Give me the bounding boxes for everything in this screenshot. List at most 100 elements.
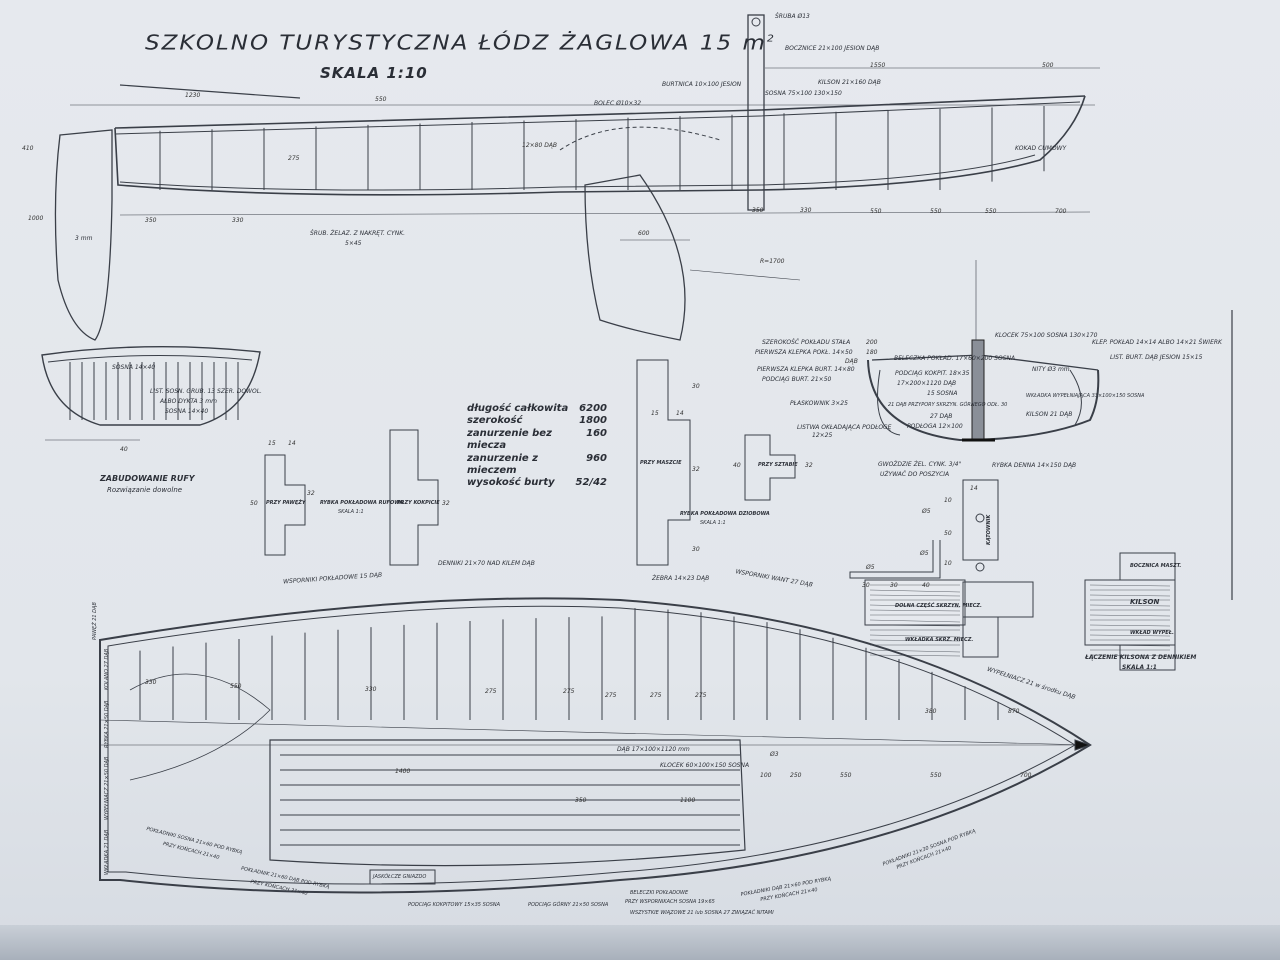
label: KILSON: [1130, 598, 1160, 606]
transom-title: ZABUDOWANIE RUFY: [100, 474, 195, 483]
dim: R=1700: [760, 258, 785, 265]
dim: 50: [944, 530, 952, 537]
label: SKALA 1:1: [338, 509, 364, 515]
dim: 14: [970, 485, 978, 492]
label: PIERWSZA KLEPKA BURT. 14×80: [757, 366, 855, 373]
label: WYPEŁNIACZ 21×50 DĄB: [104, 756, 110, 820]
dim: 330: [232, 217, 244, 224]
drawing-title: SZKOLNO TURYSTYCZNA ŁÓDZ ŻAGLOWA 15 m2: [145, 31, 776, 54]
grain-line: [869, 604, 961, 608]
label: PODCIĄG KOKPIT. 18×35: [895, 370, 970, 377]
label: WKŁADKA WYPEŁNIAJĄCA 33×100×150 SOSNA: [1026, 393, 1145, 399]
grain-line: [1089, 604, 1171, 607]
label: SOSNA 14×40: [112, 364, 156, 371]
grain-line: [1089, 624, 1171, 627]
transom-view: [41, 345, 261, 441]
title-superscript: 2: [766, 32, 776, 45]
label: LISTWA OKŁADAJĄCA PODŁOGĘ: [797, 424, 892, 431]
dim: 32: [307, 490, 315, 497]
bow-fish-left: [636, 359, 691, 566]
label: WSZYSTKIE WIĄZOWE 21 lub SOSNA 27 ZWIĄZA…: [630, 910, 774, 916]
dim: 350: [752, 207, 764, 214]
dim: 275: [695, 692, 707, 699]
stern-fish-right: [389, 429, 439, 566]
side-view-hull: [54, 14, 1100, 341]
dim: 275: [650, 692, 662, 699]
dim: 40: [733, 462, 741, 469]
label: KLEP. POKŁAD 14×14 ALBO 14×21 ŚWIERK: [1092, 339, 1222, 346]
plan-view-hull: [99, 597, 1092, 894]
dim: 550: [985, 208, 997, 215]
dim: 350: [145, 217, 157, 224]
joint-title: ŁĄCZENIE KILSONA Z DENNIKIEM: [1085, 654, 1197, 661]
label: RYBKA 21×50 DĄB: [104, 700, 110, 748]
grain-line: [1089, 644, 1171, 647]
wood-grain: [869, 584, 1171, 657]
label: PRZY PAWĘŻY: [266, 500, 306, 506]
midship-section: [867, 260, 1233, 600]
grain-line: [1089, 614, 1171, 617]
grain-line: [869, 634, 961, 638]
label: DOLNA CZĘŚĆ SKRZYN. MIECZ.: [895, 603, 982, 609]
dim: 32: [805, 462, 813, 469]
label: PODCIĄG BURT. 21×50: [762, 376, 832, 383]
label: PRZY SZTABIE: [758, 462, 798, 468]
dim: 1000: [28, 215, 44, 222]
spec-value: 6200: [579, 403, 607, 414]
dim: 30: [890, 582, 898, 589]
dim: 50: [250, 500, 258, 507]
dim: 1550: [870, 62, 886, 69]
grain-line: [869, 649, 961, 653]
centerboard: [584, 174, 686, 341]
label: LIST. BURT. DĄB JESION 15×15: [1110, 354, 1203, 361]
grain-line: [869, 594, 961, 597]
label: KILSON 21×160 DĄB: [818, 79, 881, 86]
dim: 1230: [185, 92, 201, 99]
dim: 30: [692, 383, 700, 390]
spec-label: wysokość burty: [467, 477, 555, 489]
label: PRZY KOKPICIE: [397, 500, 440, 506]
label: BURTNICA 10×100 JESION: [662, 81, 742, 88]
label: 17×200×1120 DĄB: [897, 380, 957, 387]
label: WKŁAD WYPEŁ.: [1130, 630, 1174, 636]
label: ŚRUB. ŻELAZ. Z NAKRĘT. CYNK.: [310, 230, 406, 237]
dim: 330: [145, 679, 157, 686]
label: SZEROKOŚĆ POKŁADU STAŁA: [762, 339, 851, 346]
dim: 870: [1008, 708, 1020, 715]
label: ŻEBRA 14×23 DĄB: [652, 575, 710, 582]
dim: 550: [840, 772, 852, 779]
dim: Ø5: [866, 564, 875, 571]
dim: 100: [760, 772, 772, 779]
label: PRZY WSPORNIKACH SOSNA 19×65: [625, 899, 715, 905]
dim: 12×80 DĄB: [522, 142, 558, 149]
label: SOSNA 75×100 130×150: [765, 90, 842, 97]
dim: DĄB: [845, 358, 858, 365]
label: BOCZNICE 21×100 JESION DĄB: [785, 45, 880, 52]
dim: 500: [1042, 62, 1054, 69]
dim: 550: [930, 208, 942, 215]
label: 21 DĄB PRZYPORY SKRZYN. GÓRNEGO ODŁ. 30: [888, 402, 1008, 408]
dim: 200: [866, 339, 878, 346]
dim: 330: [365, 686, 377, 693]
label: ŚRUBA Ø13: [775, 13, 810, 20]
label: WKŁADKA SKRZ. MIECZ.: [905, 637, 974, 643]
spec-label: szerokość: [467, 415, 523, 427]
grain-line: [869, 609, 961, 612]
label: KILSON 21 DĄB: [1026, 411, 1073, 418]
label: 3 mm: [75, 235, 93, 242]
keelson-joint-detail: [849, 479, 1176, 671]
dim: 30: [862, 582, 870, 589]
mast-box: [747, 14, 765, 211]
dim: 550: [870, 208, 882, 215]
bow-fish-right: [744, 434, 796, 501]
dim: 275: [605, 692, 617, 699]
dim: Ø3: [770, 751, 779, 758]
label: KOLANO 27 DĄB: [104, 648, 110, 690]
label: NITY Ø3 mm: [1032, 366, 1070, 373]
dim: 550: [930, 772, 942, 779]
label: LIST. SOSN. GRUB. 13 SZER. DOWOL.: [150, 388, 262, 395]
label: DĄB 17×100×1120 mm: [617, 746, 690, 753]
dim: 275: [563, 688, 575, 695]
